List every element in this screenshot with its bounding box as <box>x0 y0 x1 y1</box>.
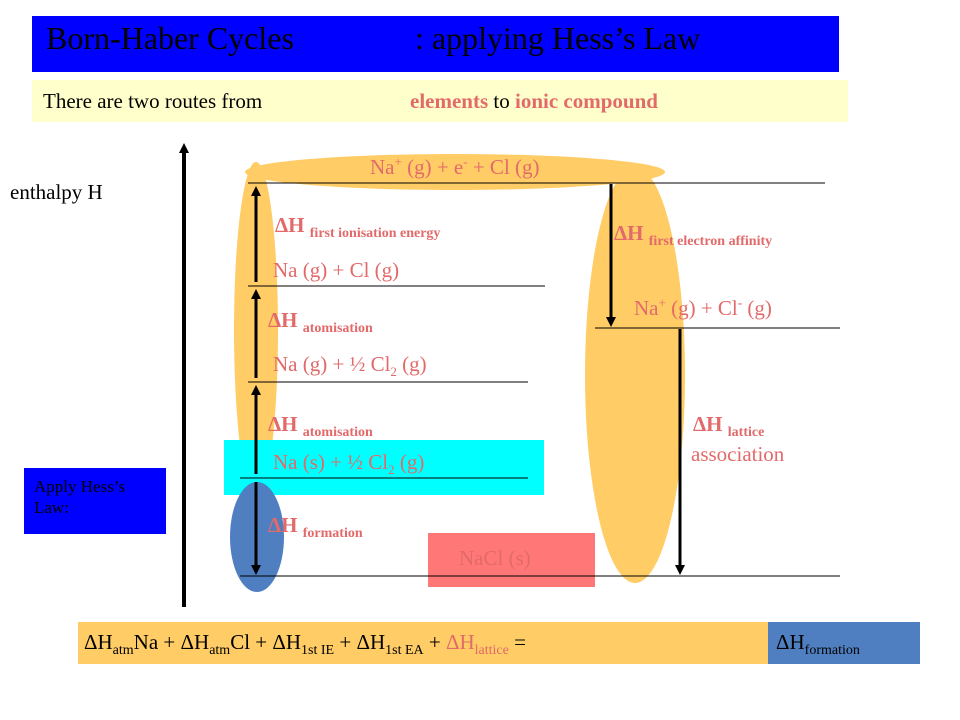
level-product: NaCl (s) <box>459 546 531 570</box>
level-gaseous-atoms: Na (g) + Cl (g) <box>273 258 400 282</box>
subtitle-elements: elements <box>410 89 489 113</box>
enthalpy-label: enthalpy H <box>10 180 103 204</box>
subtitle-to: to <box>493 89 510 113</box>
apply-hess-text: Apply Hess’s Law: <box>34 477 126 517</box>
level-top-label: Na+ (g) + e- + Cl (g) <box>370 154 540 179</box>
step-lattice-label: ΔH lattice <box>693 412 765 441</box>
hess-equation: ΔHatmNa + ΔHatmCl + ΔH1st IE + ΔH1st EA … <box>84 630 526 659</box>
equation-result: ΔHformation <box>776 630 860 659</box>
subtitle-routes: elements to ionic compound <box>410 89 658 114</box>
step-atomisation-na-label: ΔH atomisation <box>268 412 373 441</box>
step-electron-affinity-label: ΔH first electron affinity <box>614 221 773 250</box>
elements-highlight-box <box>224 440 544 495</box>
title-right: : applying Hess’s Law <box>415 20 701 56</box>
title-left: Born-Haber Cycles <box>46 20 294 56</box>
level-elements: Na (s) + ½ Cl2 (g) <box>273 450 425 478</box>
level-half-atomised: Na (g) + ½ Cl2 (g) <box>273 352 427 380</box>
title-bar <box>32 16 839 72</box>
step-ionisation-label: ΔH first ionisation energy <box>275 213 441 242</box>
subtitle-compound: ionic compound <box>514 89 658 113</box>
step-formation-label: ΔH formation <box>268 513 363 542</box>
level-gaseous-ions: Na+ (g) + Cl- (g) <box>634 295 772 320</box>
subtitle-prefix: There are two routes from <box>43 89 263 113</box>
top-level-oval <box>245 154 665 190</box>
equation-bar <box>78 622 768 664</box>
step-atomisation-cl-label: ΔH atomisation <box>268 308 373 337</box>
nacl-box <box>428 533 595 587</box>
equation-result-box <box>768 622 920 664</box>
subtitle-bar <box>32 80 848 122</box>
step-lattice-note: association <box>691 442 785 466</box>
apply-hess-box <box>24 468 166 534</box>
